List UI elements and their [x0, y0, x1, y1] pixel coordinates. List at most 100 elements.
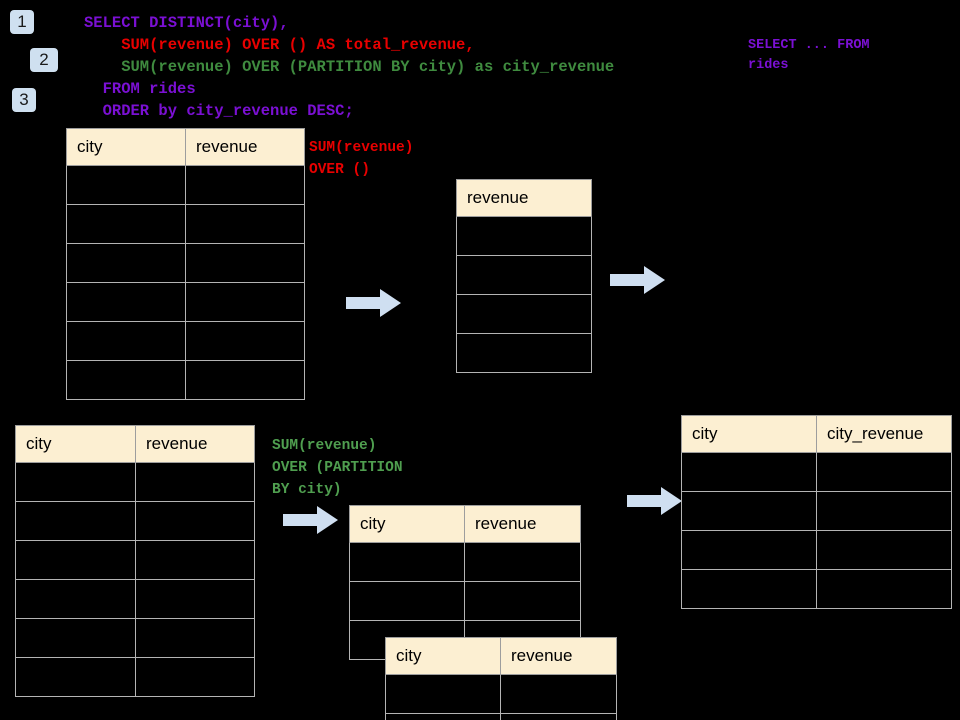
column-header-city: city [66, 128, 186, 166]
cell-city [66, 282, 186, 322]
column-header-revenue: revenue [456, 179, 592, 217]
cell-revenue [135, 501, 255, 541]
cell-city [66, 204, 186, 244]
cell-revenue [135, 540, 255, 580]
cell-city [15, 618, 136, 658]
rides-source-table-partitioned: city revenue [15, 425, 255, 697]
arrow-partition-to-result [627, 486, 683, 516]
cell-city [15, 501, 136, 541]
cell-revenue [464, 542, 581, 582]
sql-line-select-distinct: SELECT DISTINCT(city), [84, 14, 289, 32]
sum-over-empty-annotation: SUM(revenue) OVER () [309, 140, 414, 178]
table-row [349, 542, 581, 582]
column-header-revenue: revenue [464, 505, 581, 543]
partition-group-table-front: city revenue [385, 637, 617, 720]
table-row [66, 321, 305, 361]
cell-revenue [185, 321, 305, 361]
arrow-total-to-result [610, 265, 666, 295]
table-row [681, 569, 952, 609]
cell-revenue [135, 657, 255, 697]
cell-city [385, 674, 501, 714]
cell-city [15, 657, 136, 697]
arrow-source-to-total [346, 288, 402, 318]
cell-city-revenue [816, 569, 952, 609]
cell-revenue [185, 165, 305, 205]
table-row [15, 462, 255, 502]
cell-revenue [135, 579, 255, 619]
sql-line-sum-over-empty: SUM(revenue) OVER () AS total_revenue, [84, 36, 475, 54]
cell-city-revenue [816, 452, 952, 492]
table-row [385, 674, 617, 714]
table-row [456, 333, 592, 373]
cell-revenue [135, 618, 255, 658]
cell-city [66, 321, 186, 361]
cell-city [15, 540, 136, 580]
cell-city [66, 360, 186, 400]
sql-line-from: FROM rides [84, 80, 196, 98]
table-row [456, 255, 592, 295]
cell-city [681, 569, 817, 609]
total-revenue-table: revenue [456, 179, 592, 373]
cell-city-revenue [816, 491, 952, 531]
table-row [681, 530, 952, 570]
cell-city [681, 530, 817, 570]
cell-city [15, 579, 136, 619]
city-revenue-result-table: city city_revenue [681, 415, 952, 609]
table-row [66, 204, 305, 244]
step-badge-1: 1 [10, 10, 34, 34]
table-header-row: city city_revenue [681, 415, 952, 453]
table-row [15, 657, 255, 697]
table-row [66, 165, 305, 205]
cell-city [66, 165, 186, 205]
step-badge-3: 3 [12, 88, 36, 112]
sql-line-sum-over-partition: SUM(revenue) OVER (PARTITION BY city) as… [84, 58, 615, 76]
table-row [456, 216, 592, 256]
table-header-row: city revenue [66, 128, 305, 166]
source-query-annotation: SELECT ... FROM rides [748, 38, 870, 73]
cell-city-revenue [816, 530, 952, 570]
sql-line-order-by: ORDER by city_revenue DESC; [84, 102, 354, 120]
column-header-city: city [385, 637, 501, 675]
column-header-revenue: revenue [500, 637, 617, 675]
cell-city [349, 581, 465, 621]
table-row [681, 452, 952, 492]
table-header-row: revenue [456, 179, 592, 217]
table-header-row: city revenue [15, 425, 255, 463]
cell-revenue [185, 282, 305, 322]
table-row [66, 360, 305, 400]
cell-revenue [456, 255, 592, 295]
column-header-revenue: revenue [135, 425, 255, 463]
cell-city [349, 542, 465, 582]
cell-revenue [185, 243, 305, 283]
cell-revenue [185, 360, 305, 400]
column-header-city: city [15, 425, 136, 463]
arrow-source-to-partition [283, 505, 339, 535]
cell-city [15, 462, 136, 502]
column-header-city: city [681, 415, 817, 453]
sum-over-partition-annotation: SUM(revenue) OVER (PARTITION BY city) [272, 438, 403, 498]
cell-revenue [456, 294, 592, 334]
cell-revenue [456, 333, 592, 373]
rides-source-table: city revenue [66, 128, 305, 400]
table-row [456, 294, 592, 334]
step-badge-2: 2 [30, 48, 58, 72]
table-row [681, 491, 952, 531]
cell-city [681, 491, 817, 531]
cell-revenue [185, 204, 305, 244]
cell-revenue [456, 216, 592, 256]
cell-revenue [500, 713, 617, 720]
column-header-city: city [349, 505, 465, 543]
table-row [15, 579, 255, 619]
column-header-revenue: revenue [185, 128, 305, 166]
table-header-row: city revenue [349, 505, 581, 543]
cell-city [681, 452, 817, 492]
column-header-city-revenue: city_revenue [816, 415, 952, 453]
table-row [385, 713, 617, 720]
cell-revenue [135, 462, 255, 502]
table-row [349, 581, 581, 621]
table-header-row: city revenue [385, 637, 617, 675]
table-row [66, 243, 305, 283]
cell-city [385, 713, 501, 720]
cell-revenue [500, 674, 617, 714]
